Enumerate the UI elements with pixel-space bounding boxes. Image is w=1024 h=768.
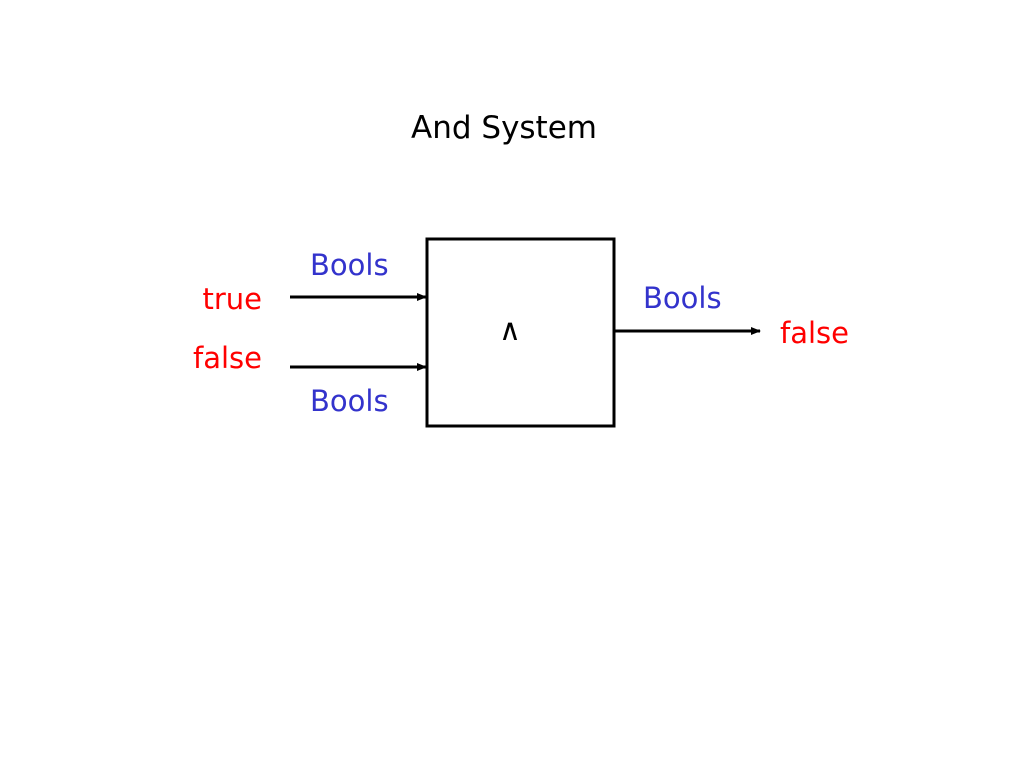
system-block — [425, 237, 616, 428]
and-operator-symbol: ∧ — [499, 313, 521, 348]
input-2-type-label: Bools — [310, 384, 389, 418]
output-type-label: Bools — [643, 281, 722, 315]
output-value-label: false — [780, 316, 849, 350]
slide-title: And System — [411, 110, 597, 146]
input-1-type-label: Bools — [310, 248, 389, 282]
input-2-value-label: false — [193, 341, 262, 375]
input-1-value-label: true — [202, 282, 262, 316]
